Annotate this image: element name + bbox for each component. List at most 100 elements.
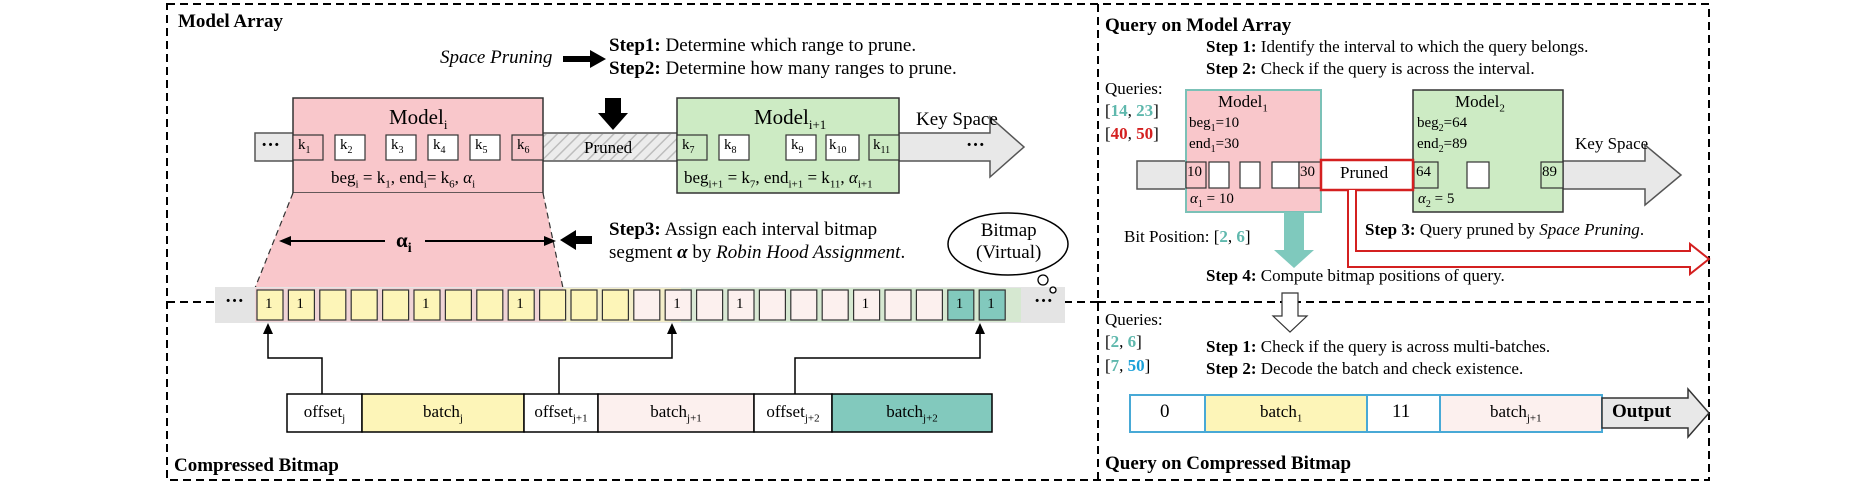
qm-queries-label: Queries:	[1105, 79, 1163, 98]
beg2-text: beg2=64	[1417, 115, 1468, 134]
cell-10: 10	[1187, 164, 1202, 180]
pruned-region	[543, 134, 677, 160]
bitmap-one: 1	[296, 296, 304, 312]
bitmap-cell	[538, 289, 567, 321]
bitmap-cloud	[947, 212, 1069, 294]
prune-down-arrow	[598, 98, 628, 130]
bitmap-cell	[884, 289, 912, 321]
pruned-label: Pruned	[584, 138, 633, 157]
key-label-0: k1	[298, 137, 311, 156]
bitmap-one: 1	[987, 296, 995, 312]
compressed-bitmap-row	[286, 393, 993, 433]
bitmap-cloud-text: Bitmap(Virtual)	[976, 220, 1042, 263]
cb-segment-label: batchj	[423, 402, 463, 425]
qb-seg-batch1: batch1	[1260, 402, 1303, 425]
qb-query-2: [7, 50]	[1105, 356, 1151, 375]
qb-query-1: [2, 6]	[1105, 332, 1142, 351]
cb-segment-offset	[753, 393, 833, 433]
step2-text: Determine how many ranges to prune.	[665, 58, 957, 79]
qb-step1-line: Step 1: Check if the query is across mul…	[1206, 337, 1551, 356]
cell-30: 30	[1300, 164, 1315, 180]
bitmap-cell	[476, 289, 504, 321]
right-key-cells	[1185, 161, 1564, 189]
bitmap-dots-left: ···	[225, 291, 245, 312]
grey-down-arrow	[1271, 292, 1309, 333]
cb-segment-label: offsetj	[303, 402, 346, 425]
key-label-r4: k11	[873, 137, 891, 156]
qb-seg-batchj1: batchj+1	[1490, 402, 1542, 425]
output-arrow	[1601, 387, 1710, 439]
offset-pointers	[267, 330, 981, 394]
step3-arrow	[560, 230, 592, 250]
bitmap-cell	[287, 289, 315, 321]
bitmap-cell	[695, 289, 724, 321]
output-label: Output	[1612, 401, 1672, 422]
step3-line2: segment α by Robin Hood Assignment.	[609, 242, 906, 263]
model-i-label: Modeli	[389, 105, 448, 133]
bitmap-cell	[915, 289, 944, 321]
qb-seg-0: 0	[1160, 401, 1170, 422]
cb-segment-label: offsetj+1	[534, 402, 588, 425]
step1-line: Step1: Determine which range to prune.	[609, 35, 916, 57]
bitmap-one: 1	[861, 296, 870, 312]
bitmap-one: 1	[422, 296, 430, 312]
cell-pruned: Pruned	[1340, 163, 1389, 182]
cell-89: 89	[1542, 164, 1557, 180]
bitmap-cell	[633, 289, 661, 321]
pruned-red-arrow	[1347, 190, 1711, 277]
key-label-r1: k8	[724, 137, 737, 156]
beg-i1-text: begi+1 = k7, endi+1 = k11, αi+1	[684, 168, 873, 191]
bitmap-one: 1	[955, 296, 964, 312]
dots-right: ···	[966, 135, 986, 156]
cell-64: 64	[1416, 164, 1431, 180]
bit-position: Bit Position: [2, 6]	[1124, 227, 1251, 246]
cb-segment-label: batchj+2	[886, 402, 938, 425]
bitmap-cell	[727, 289, 755, 321]
right-pruned-box	[1319, 158, 1415, 192]
model-i1-label: Modeli+1	[754, 105, 827, 133]
key-label-4: k5	[475, 137, 488, 156]
cb-segment-offset	[523, 393, 599, 433]
bitmap-cell	[570, 289, 598, 321]
qm-step1-line: Step 1: Identify the interval to which t…	[1206, 37, 1589, 56]
right-key-space-label: Key Space	[1575, 134, 1649, 153]
bitmap-cell	[758, 289, 787, 321]
bitmap-cell	[319, 289, 347, 321]
qb-queries-label: Queries:	[1105, 310, 1163, 329]
bitmap-cell	[507, 289, 535, 321]
bitmap-cell	[664, 289, 692, 321]
end2-text: end2=89	[1417, 136, 1468, 155]
compressed-bitmap-title: Compressed Bitmap	[174, 455, 339, 476]
cb-segment-label: batchj+1	[650, 402, 702, 425]
bitmap-one: 1	[265, 296, 273, 312]
keys-right	[676, 134, 900, 161]
teal-down-arrow	[1274, 212, 1314, 268]
model2-label: Model2	[1455, 92, 1505, 115]
query-model-title: Query on Model Array	[1105, 15, 1292, 36]
end1-text: end1=30	[1189, 136, 1240, 155]
qb-step2-line: Step 2: Decode the batch and check exist…	[1206, 359, 1524, 378]
qm-query-1: [14, 23]	[1105, 101, 1159, 120]
bitmap-one: 1	[673, 296, 681, 312]
query-bitmap-title: Query on Compressed Bitmap	[1105, 453, 1352, 474]
alpha1-text: α1 = 10	[1190, 191, 1234, 210]
key-label-2: k3	[391, 137, 404, 156]
bitmap-dots-right: ···	[1034, 291, 1054, 312]
key-label-r3: k10	[829, 137, 847, 156]
qm-step4-line: Step 4: Compute bitmap positions of quer…	[1206, 266, 1505, 285]
key-label-5: k6	[517, 137, 530, 156]
outer-frame	[166, 3, 1710, 481]
qm-query-2: [40, 50]	[1105, 124, 1159, 143]
dots-left: ···	[261, 135, 281, 156]
cb-segment-batch	[831, 393, 993, 433]
qm-step3-line: Step 3: Query pruned by Space Pruning.	[1365, 220, 1645, 239]
key-space-label: Key Space	[916, 109, 998, 130]
keys-left	[292, 134, 544, 161]
bitmap-one: 1	[516, 296, 524, 312]
bitmap-cell	[790, 289, 818, 321]
alpha-i-label: αi	[396, 228, 412, 257]
space-pruning-arrow	[563, 50, 606, 68]
beg1-text: beg1=10	[1189, 115, 1240, 134]
